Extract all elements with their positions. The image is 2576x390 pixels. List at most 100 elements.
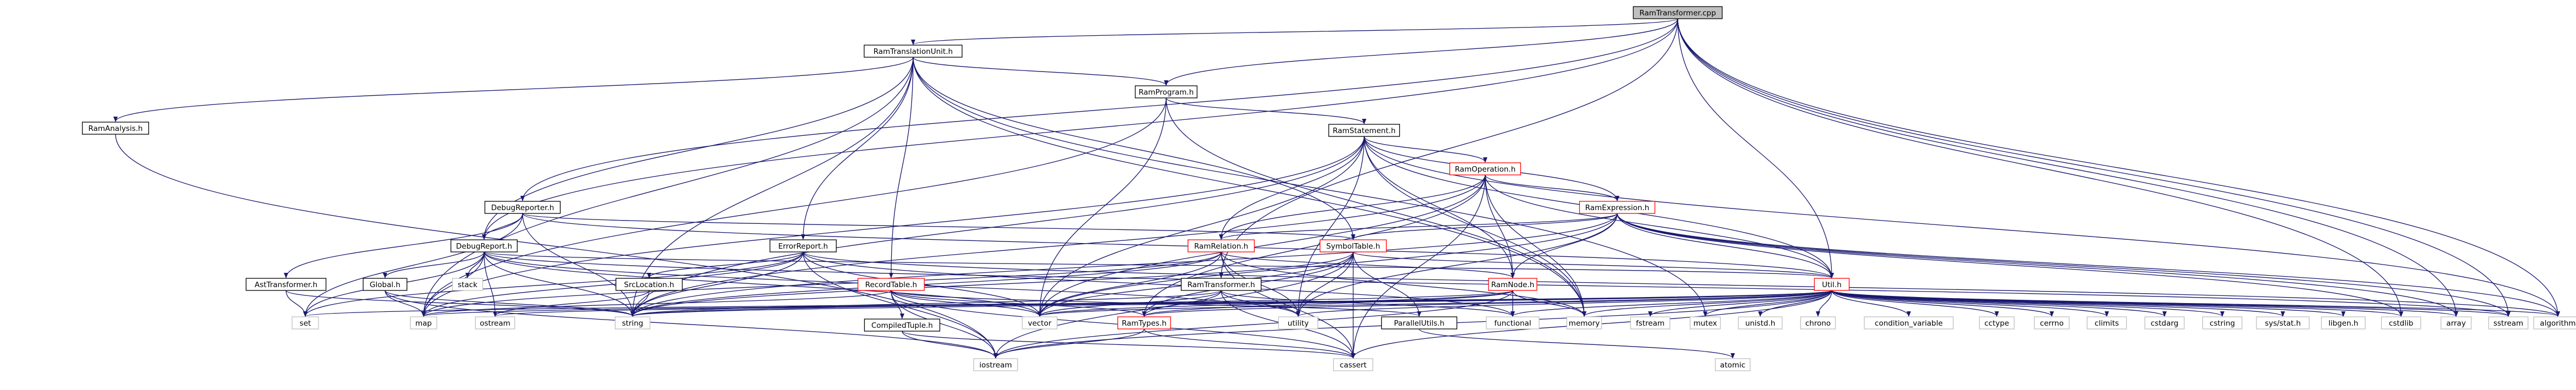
edge-ramtransformer-cpp-to-sstream (1677, 18, 2511, 317)
node-box (1814, 278, 1850, 291)
edge-ramtransformer-cpp-to-ramprogram-h (1164, 18, 1678, 86)
edge-ramtypes-h-to-iostream (993, 328, 1145, 359)
node-symboltable-h[interactable]: SymbolTable.h (1320, 239, 1387, 252)
edge-errorreport-h-to-set (303, 251, 804, 317)
node-ramtranslationunit-h[interactable]: RamTranslationUnit.h (864, 45, 963, 58)
edge-ramtranslationunit-h-to-memory (913, 57, 1586, 317)
node-unistd-h: unistd.h (1738, 316, 1783, 329)
edge-recordtable-h-to-ramtypes-h (891, 290, 1146, 317)
node-ramrelation-h[interactable]: RamRelation.h (1188, 239, 1255, 252)
node-ramtransformer-cpp[interactable]: RamTransformer.cpp (1633, 6, 1723, 19)
node-ramtypes-h[interactable]: RamTypes.h (1117, 316, 1171, 329)
edge-asttransformer-h-to-set (285, 290, 307, 317)
node-label: cstdarg (2151, 319, 2178, 328)
edge-util-h-to-unistd-h (1758, 290, 1832, 317)
edge-ramoperation-h-to-ramnode-h (1485, 174, 1515, 278)
node-util-h[interactable]: Util.h (1814, 278, 1850, 291)
edge-ramtransformer-cpp-to-ramtranslationunit-h (911, 18, 1678, 45)
node-box (2144, 316, 2185, 329)
node-srclocation-h[interactable]: SrcLocation.h (616, 278, 683, 291)
edge-util-h-to-functional (1511, 290, 1832, 317)
node-mutex: mutex (1689, 316, 1721, 329)
node-sstream: sstream (2488, 316, 2529, 329)
edge-symboltable-h-to-parallelutils-h (1353, 251, 1421, 317)
edge-util-h-to-utility (1296, 290, 1832, 317)
edge-ramnode-h-to-ramtypes-h (1142, 290, 1513, 317)
node-ramtransformer-h[interactable]: RamTransformer.h (1180, 278, 1262, 291)
node-box (2533, 316, 2576, 329)
node-fstream: fstream (1630, 316, 1671, 329)
node-asttransformer-h[interactable]: AstTransformer.h (245, 278, 327, 291)
node-ramanalysis-h[interactable]: RamAnalysis.h (82, 122, 149, 135)
edge-ramtransformer-cpp-to-algorithm (1677, 18, 2560, 317)
edge-debugreporter-h-to-set (303, 213, 523, 317)
node-box (2381, 316, 2421, 329)
node-ramstatement-h[interactable]: RamStatement.h (1328, 124, 1400, 137)
node-cstdlib: cstdlib (2381, 316, 2421, 329)
edge-util-h-to-cerrno (1831, 290, 2054, 317)
edge-parallelutils-h-to-atomic (1419, 328, 1735, 359)
node-ramoperation-h[interactable]: RamOperation.h (1449, 162, 1522, 175)
node-parallelutils-h[interactable]: ParallelUtils.h (1381, 316, 1458, 329)
node-label: RamNode.h (1491, 281, 1535, 289)
edge-ramstatement-h-to-vector (1037, 136, 1365, 317)
node-set: set (292, 316, 319, 329)
node-label: stack (458, 281, 477, 289)
node-label: DebugReporter.h (491, 204, 554, 212)
edge-debugreporter-h-to-util-h (522, 213, 1834, 278)
node-climits: climits (2086, 316, 2127, 329)
node-vector: vector (1021, 316, 1058, 329)
node-box (2440, 316, 2472, 329)
node-functional: functional (1486, 316, 1540, 329)
node-box (2256, 316, 2310, 329)
node-label: RamTranslationUnit.h (874, 47, 953, 56)
edge-ramprogram-h-to-ramstatement-h (1166, 97, 1366, 124)
node-box (1738, 316, 1783, 329)
node-label: sys/stat.h (2265, 319, 2300, 328)
edge-util-h-to-memory (1582, 290, 1832, 317)
node-label: Global.h (370, 281, 400, 289)
node-box (484, 201, 561, 214)
node-label: SrcLocation.h (624, 281, 674, 289)
node-label: string (622, 319, 644, 328)
node-box (362, 278, 408, 291)
node-compiledtuple-h[interactable]: CompiledTuple.h (864, 318, 941, 332)
edge-util-h-to-climits (1831, 290, 2109, 317)
edge-ramtransformer-cpp-to-array (1677, 18, 2458, 317)
node-box (1486, 316, 1540, 329)
node-ramexpression-h[interactable]: RamExpression.h (1579, 201, 1656, 214)
edge-ramstatement-h-to-ramoperation-h (1364, 136, 1487, 163)
node-label: RamProgram.h (1139, 88, 1194, 97)
edge-global-h-to-string (385, 290, 635, 317)
edge-ramexpression-h-to-ramnode-h (1511, 213, 1618, 278)
edge-debugreport-h-to-global-h (383, 251, 485, 278)
edge-ramnode-h-to-vector (1037, 290, 1513, 317)
edge-ramexpression-h-to-cstdlib (1617, 213, 2403, 317)
node-box (1449, 162, 1522, 175)
node-iostream: iostream (973, 358, 1018, 371)
edge-ramnode-h-to-memory (1512, 290, 1586, 317)
node-label: RamStatement.h (1333, 127, 1396, 135)
node-atomic: atomic (1715, 358, 1751, 371)
node-box (1278, 316, 1319, 329)
node-label: cassert (1340, 361, 1367, 370)
node-label: fstream (1636, 319, 1665, 328)
node-ramnode-h[interactable]: RamNode.h (1488, 278, 1537, 291)
edge-compiledtuple-h-to-cassert (902, 331, 1355, 359)
node-cassert: cassert (1333, 358, 1374, 371)
node-label: array (2446, 319, 2465, 328)
edge-ramexpression-h-to-vector (1037, 213, 1618, 317)
node-stack: stack (452, 278, 484, 291)
node-global-h[interactable]: Global.h (362, 278, 408, 291)
node-errorreport-h[interactable]: ErrorReport.h (770, 239, 837, 252)
node-recordtable-h[interactable]: RecordTable.h (858, 278, 925, 291)
edge-ramtransformer-h-to-string (630, 290, 1222, 317)
edge-ramtransformer-cpp-to-util-h (1677, 18, 1834, 278)
node-ramprogram-h[interactable]: RamProgram.h (1135, 85, 1198, 98)
edge-ramrelation-h-to-string (630, 251, 1222, 317)
node-debugreport-h[interactable]: DebugReport.h (451, 239, 518, 252)
node-debugreporter-h[interactable]: DebugReporter.h (484, 201, 561, 214)
node-label: ostream (480, 319, 510, 328)
node-box (1689, 316, 1721, 329)
node-box (475, 316, 515, 329)
